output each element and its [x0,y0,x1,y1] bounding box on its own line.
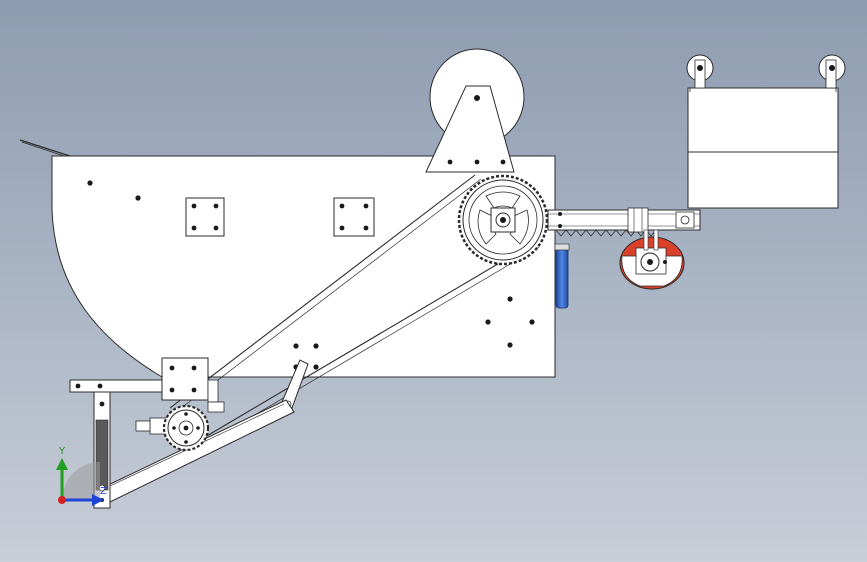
bearing-block-right [333,197,375,237]
pulley-bracket [425,85,515,173]
red-guard-wheel [619,229,685,290]
hole-icon [87,180,93,186]
bearing-block-left [185,197,225,237]
large-sprocket-icon [457,174,549,266]
caster-wheel-right [818,54,846,89]
axis-y-label: Y [58,446,66,457]
axis-z-label: Z [100,486,107,497]
horizontal-bracket [69,379,163,393]
small-sprocket-icon [135,404,210,452]
triad-icon: Y Z [56,446,107,506]
gearbox-block [161,357,225,413]
chain-conveyor-arm [547,207,701,237]
caster-wheel-left [686,54,714,89]
hopper-box [687,87,839,209]
hydraulic-cylinder [555,247,569,309]
deflector-wire [19,139,71,157]
